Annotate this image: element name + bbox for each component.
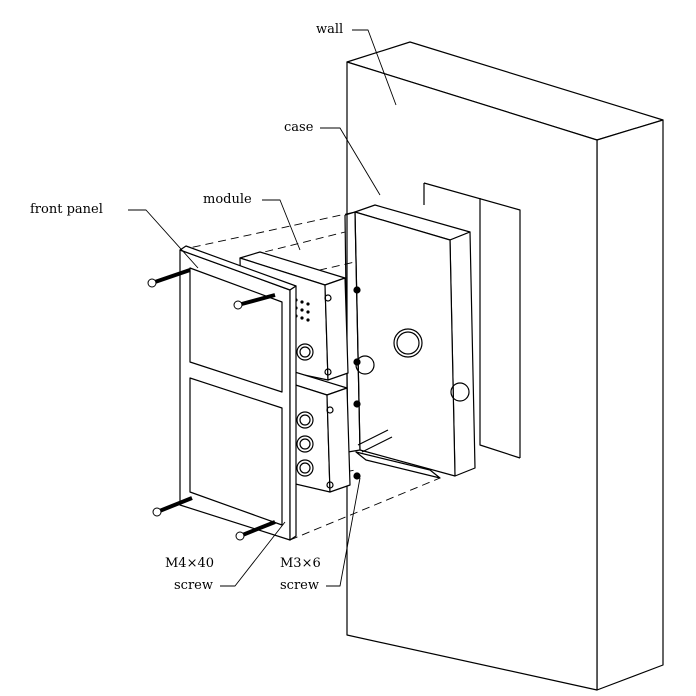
m4-screws (147, 268, 276, 541)
label-case: case (284, 120, 314, 135)
label-module: module (203, 192, 252, 207)
label-m3-size: M3×6 (280, 556, 321, 571)
leader-lines (128, 29, 397, 587)
m3-screws (353, 286, 361, 480)
front-panel (179, 245, 297, 541)
label-m3-screw: screw (280, 578, 319, 593)
label-front-panel: front panel (30, 202, 103, 217)
label-m4-screw: screw (174, 578, 213, 593)
label-wall: wall (316, 22, 344, 37)
case (344, 204, 476, 479)
label-m4-size: M4×40 (165, 556, 215, 571)
